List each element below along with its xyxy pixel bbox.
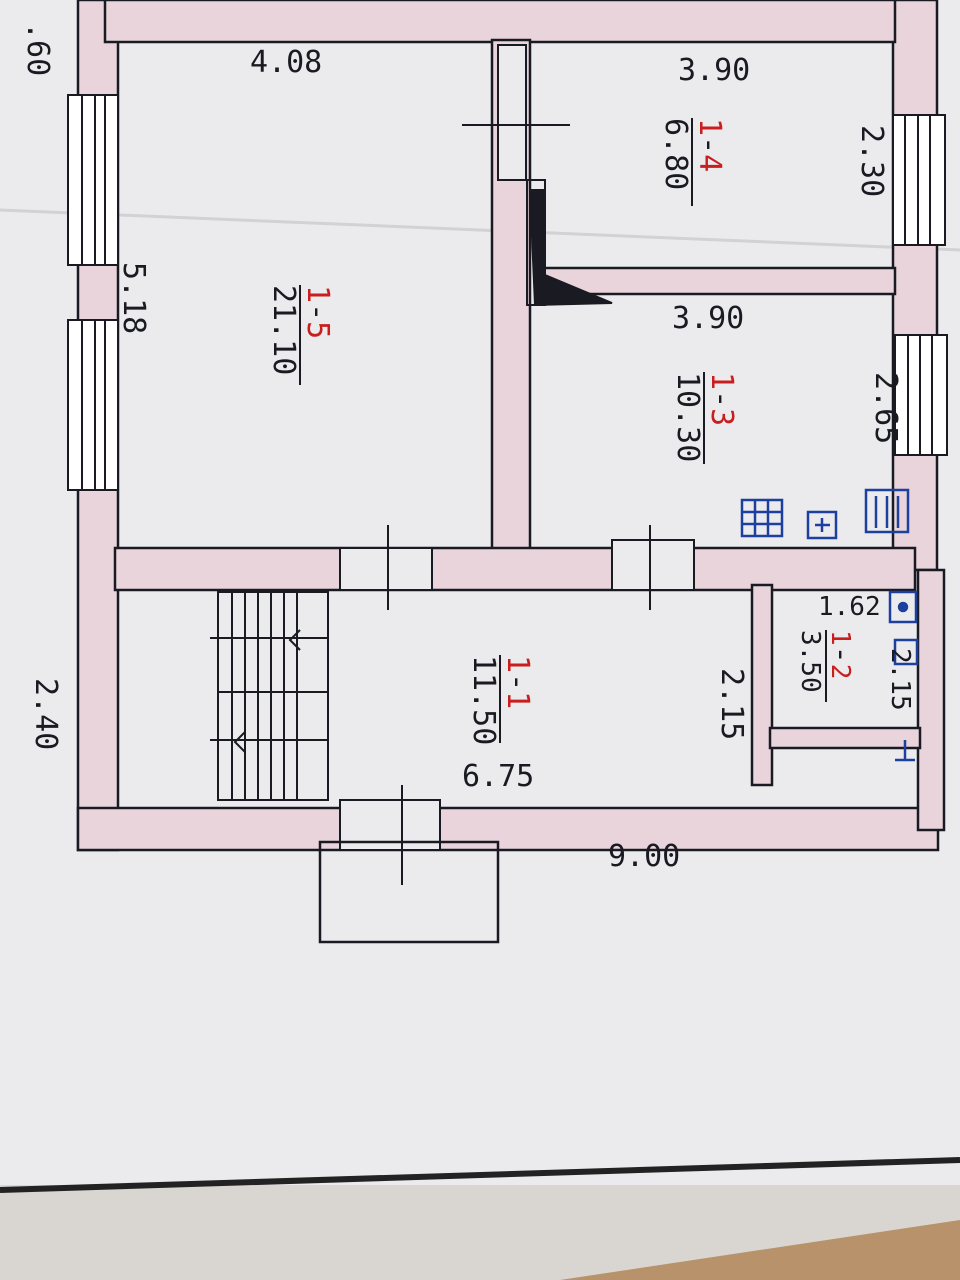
stair-arrow-down-icon — [233, 731, 246, 753]
stove-icon — [528, 189, 613, 307]
room-1-1-code: 1-1 — [500, 655, 535, 709]
room-1-2-area: 3.50 — [795, 630, 825, 693]
wall-top — [103, 0, 897, 44]
dim-room3-width: 3.90 — [672, 301, 744, 336]
room-1-3-area: 10.30 — [670, 372, 705, 462]
staircase — [210, 591, 329, 801]
door-hall-room3 — [611, 539, 695, 591]
room-label-1-4: 1-4 6.80 — [658, 118, 727, 206]
dim-left-side: 2.40 — [28, 678, 63, 750]
wall-partition-horizontal — [113, 546, 917, 592]
door-hall-room5 — [339, 547, 433, 591]
windows — [67, 94, 948, 491]
room-1-5-code: 1-5 — [300, 285, 335, 339]
heating-radiator-icon — [740, 498, 784, 538]
fixtures — [740, 488, 919, 762]
room-label-1-3: 1-3 10.30 — [670, 372, 739, 464]
toilet-icon — [888, 590, 918, 624]
stove-frame — [526, 179, 546, 306]
room-label-1-1: 1-1 11.50 — [466, 655, 535, 745]
dim-bottom-total: 9.00 — [608, 839, 680, 874]
dim-room5-width: 4.08 — [250, 45, 322, 80]
paper-border-line — [0, 1157, 960, 1193]
dim-room4-depth: 2.30 — [854, 125, 889, 197]
dim-hall-width: 6.75 — [462, 759, 534, 794]
dim-bath-depth-right: 2.15 — [885, 648, 915, 711]
dim-room4-width-top: 3.90 — [678, 53, 750, 88]
window-left-bottom — [67, 319, 119, 491]
bathtub-icon — [864, 488, 910, 534]
dim-room5-depth: 5.18 — [116, 262, 151, 334]
room-1-3-code: 1-3 — [704, 372, 739, 426]
dim-bath-width: 1.62 — [818, 592, 881, 622]
sink-icon — [806, 510, 838, 540]
room-1-4-code: 1-4 — [692, 118, 727, 172]
room-label-1-5: 1-5 21.10 — [266, 285, 335, 385]
room-1-1-area: 11.50 — [466, 655, 501, 745]
wall-bath-left — [750, 583, 774, 787]
room-1-5-area: 21.10 — [266, 285, 301, 375]
wall-room3-room4 — [533, 266, 897, 296]
wall-right-lower — [916, 568, 946, 832]
door-room4 — [497, 44, 527, 181]
shower-icon — [893, 638, 919, 666]
room-label-1-2: 1-2 3.50 — [795, 630, 859, 702]
dimension-labels: .60 4.08 3.90 2.30 5.18 3.90 2.65 1.62 2… — [20, 22, 915, 874]
room-1-2-code: 1-2 — [824, 630, 859, 679]
dim-room3-depth: 2.65 — [868, 372, 903, 444]
paper-fold — [0, 208, 960, 252]
dim-bath-depth-left: 2.15 — [714, 668, 749, 740]
room-1-4-area: 6.80 — [658, 118, 693, 190]
walls — [76, 0, 946, 852]
wall-bath-bottom — [768, 726, 922, 750]
wall-bottom — [76, 806, 940, 852]
entrance-porch — [318, 840, 500, 944]
dim-top-left-partial: .60 — [20, 22, 55, 76]
stair-arrow-up-icon — [288, 629, 301, 651]
cardboard-corner — [560, 1220, 960, 1280]
window-left-top — [67, 94, 119, 266]
door-openings — [339, 44, 695, 885]
wall-right-upper — [891, 0, 939, 572]
paper-sheet — [0, 0, 960, 1185]
